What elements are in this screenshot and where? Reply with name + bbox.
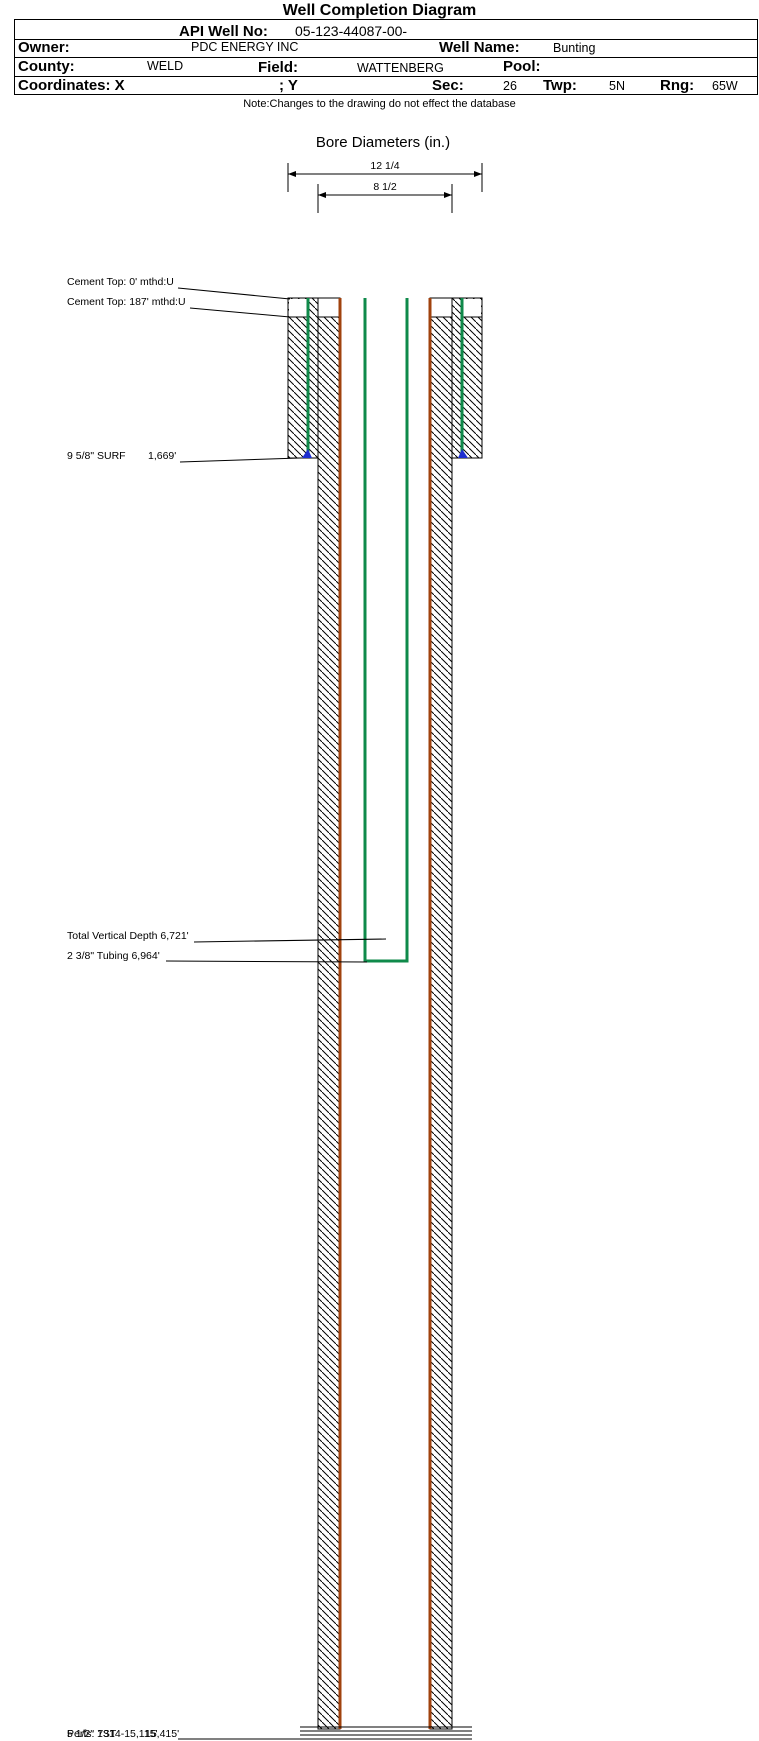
owner-label: Owner: (18, 39, 70, 56)
database-note: Note:Changes to the drawing do not effec… (243, 98, 516, 110)
surface-annulus-gap-left (289, 299, 308, 317)
surface-casing-leader (179, 457, 301, 463)
rng-label: Rng: (660, 77, 695, 94)
tubing-leader (165, 960, 368, 963)
api-label: API Well No: (179, 23, 268, 40)
tubing-label: 2 3/8" Tubing 6,964' (67, 950, 160, 962)
cement-top-1-label: Cement Top: 0' mthd:U (67, 276, 174, 288)
header-row-coords: Coordinates: X ; Y Sec: 26 Twp: 5N Rng: … (15, 77, 757, 95)
bore-outer-label: 12 1/4 (370, 160, 399, 172)
field-label: Field: (258, 59, 298, 76)
surface-cement-right (451, 297, 483, 459)
well-name-value: Bunting (553, 41, 596, 55)
tvd-label: Total Vertical Depth 6,721' (67, 930, 189, 942)
rng-value: 65W (712, 79, 738, 93)
county-label: County: (18, 58, 75, 75)
field-value: WATTENBERG (357, 61, 444, 75)
bore-diameters-title: Bore Diameters (in.) (316, 134, 450, 151)
production-cement-left (317, 316, 341, 1730)
tvd-leader (193, 938, 387, 943)
owner-value: PDC ENERGY INC (191, 40, 299, 54)
header-row-owner: Owner: PDC ENERGY INC Well Name: Bunting (15, 39, 757, 58)
surface-casing-depth: 1,669' (148, 450, 176, 462)
production-casing-label: 5 1/2" 1ST (67, 1728, 117, 1740)
cement-top-1-leader (177, 287, 291, 300)
bore-outer-arrow-left (288, 171, 296, 177)
production-casing-depth: 15,415' (145, 1728, 179, 1740)
production-annulus-top-left (317, 297, 341, 318)
twp-label: Twp: (543, 77, 577, 94)
perfs-label: Perfs: 7314-15,115' (67, 1728, 158, 1740)
tubing-string (363, 298, 409, 963)
bore-inner-label: 8 1/2 (373, 181, 397, 193)
sec-value: 26 (503, 79, 517, 93)
surface-annulus-gap-right (462, 299, 481, 317)
coords-y-label: ; Y (279, 77, 298, 94)
cement-top-2-label: Cement Top: 187' mthd:U (67, 296, 186, 308)
surface-shoe-right (458, 449, 468, 458)
twp-value: 5N (609, 79, 625, 93)
surface-cement-left (287, 297, 319, 459)
pool-label: Pool: (503, 58, 541, 75)
production-annulus-top-right (429, 297, 453, 318)
coords-x-label: Coordinates: X (18, 77, 125, 94)
page-title: Well Completion Diagram (282, 2, 477, 19)
bore-inner-arrow-left (318, 192, 326, 198)
cement-top-2-leader (189, 307, 291, 318)
bore-outer-arrow-right (474, 171, 482, 177)
sec-label: Sec: (432, 77, 464, 94)
surface-casing-label: 9 5/8" SURF (67, 450, 126, 462)
surface-shoe-left (302, 449, 312, 458)
api-value: 05-123-44087-00- (295, 23, 408, 39)
header-row-api: API Well No: 05-123-44087-00- (15, 20, 757, 40)
bore-inner-arrow-right (444, 192, 452, 198)
county-value: WELD (147, 59, 184, 73)
header-row-county: County: WELD Field: WATTENBERG Pool: (15, 58, 757, 77)
production-cement-right (429, 316, 453, 1730)
well-name-label: Well Name: (439, 39, 520, 56)
header-table: API Well No: 05-123-44087-00- Owner: PDC… (14, 19, 758, 95)
